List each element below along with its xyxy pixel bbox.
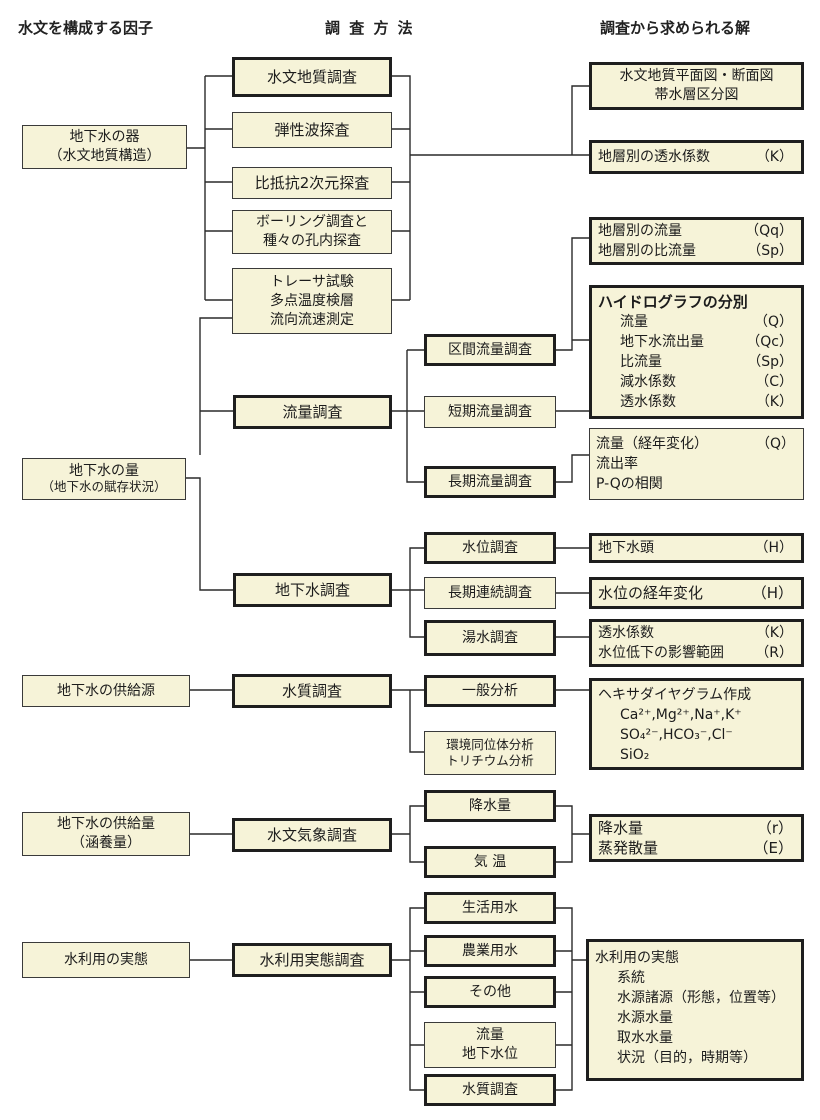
header-results: 調査から求められる解 bbox=[600, 19, 751, 37]
sub-isotope: 環境同位体分析 トリチウム分析 bbox=[424, 731, 556, 775]
result-meteo: 降水量（r） 蒸発散量（E） bbox=[589, 814, 804, 862]
result-hydrograph: ハイドログラフの分別 流量（Q） 地下水流出量（Qc） 比流量（Sp） 減水係数… bbox=[589, 285, 804, 419]
factor-vessel: 地下水の器 （水文地質構造） bbox=[22, 125, 187, 169]
sub-long-continuous: 長期連続調査 bbox=[424, 577, 556, 609]
result-hexadiagram: ヘキサダイヤグラム作成 Ca²⁺,Mg²⁺,Na⁺,K⁺ SO₄²⁻,HCO₃⁻… bbox=[589, 678, 804, 770]
factor-quantity: 地下水の量 （地下水の賦存状況） bbox=[22, 458, 186, 500]
result-pump: 透水係数（K） 水位低下の影響範囲（R） bbox=[589, 619, 804, 667]
method-meteo: 水文気象調査 bbox=[232, 818, 392, 852]
wire-flow-tree bbox=[392, 349, 424, 483]
sub-section-flow: 区間流量調査 bbox=[424, 334, 556, 366]
wire-vessel-group bbox=[187, 75, 232, 301]
wire-quantity-group bbox=[186, 410, 233, 591]
method-boring: ボーリング調査と 種々の孔内探査 bbox=[232, 210, 392, 254]
result-permeability: 地層別の透水係数（K） bbox=[589, 140, 804, 174]
result-longterm: 流量（経年変化）（Q） 流出率 P-Qの相関 bbox=[589, 428, 804, 500]
sub-quality-survey: 水質調査 bbox=[424, 1074, 556, 1106]
factor-use: 水利用の実態 bbox=[22, 942, 190, 978]
sub-precip: 降水量 bbox=[424, 790, 556, 822]
result-head: 地下水頭（H） bbox=[589, 533, 804, 563]
header-factors: 水文を構成する因子 bbox=[18, 19, 154, 37]
method-seismic: 弾性波探査 bbox=[232, 112, 392, 148]
method-groundwater: 地下水調査 bbox=[233, 573, 392, 607]
sub-temp: 気 温 bbox=[424, 846, 556, 878]
method-wateruse: 水利用実態調査 bbox=[232, 943, 392, 977]
sub-general: 一般分析 bbox=[424, 675, 556, 707]
method-flow: 流量調査 bbox=[233, 395, 392, 429]
result-layer-flow: 地層別の流量（Qq） 地層別の比流量（Sp） bbox=[589, 217, 804, 265]
result-water-use: 水利用の実態 系統 水源諸源（形態，位置等） 水源水量 取水水量 状況（目的，時… bbox=[586, 939, 804, 1081]
sub-short-flow: 短期流量調査 bbox=[424, 396, 556, 428]
factor-supply: 地下水の供給量 （涵養量） bbox=[22, 812, 190, 856]
wire-section-results bbox=[556, 237, 589, 351]
result-maps: 水文地質平面図・断面図 帯水層区分図 bbox=[589, 62, 804, 110]
sub-agri: 農業用水 bbox=[424, 935, 556, 967]
method-resistivity: 比抵抗2次元探査 bbox=[232, 167, 392, 199]
wire-results-top bbox=[571, 85, 589, 155]
wire-gw-results bbox=[556, 547, 589, 638]
method-quality: 水質調査 bbox=[232, 674, 392, 708]
sub-pumping: 湯水調査 bbox=[424, 620, 556, 656]
method-tracer: トレーサ試験 多点温度検層 流向流速測定 bbox=[232, 268, 392, 334]
sub-long-flow: 長期流量調査 bbox=[424, 466, 556, 498]
result-level-change: 水位の経年変化（H） bbox=[589, 577, 804, 609]
wire-tracer-to-quantity bbox=[199, 317, 232, 455]
wire-use-results bbox=[556, 907, 589, 1091]
wire-supply bbox=[190, 805, 589, 863]
wire-source bbox=[190, 689, 589, 753]
header-methods: 調 査 方 法 bbox=[325, 19, 415, 37]
sub-flow-level: 流量 地下水位 bbox=[424, 1022, 556, 1068]
sub-other: その他 bbox=[424, 976, 556, 1008]
wire-long-results bbox=[556, 454, 589, 483]
wire-gw-tree bbox=[392, 547, 424, 638]
sub-level: 水位調査 bbox=[424, 532, 556, 564]
wire-use bbox=[190, 907, 424, 1091]
method-hydrogeo: 水文地質調査 bbox=[232, 57, 392, 97]
factor-source: 地下水の供給源 bbox=[22, 675, 190, 707]
sub-domestic: 生活用水 bbox=[424, 892, 556, 924]
wire-vessel-right bbox=[392, 75, 411, 301]
